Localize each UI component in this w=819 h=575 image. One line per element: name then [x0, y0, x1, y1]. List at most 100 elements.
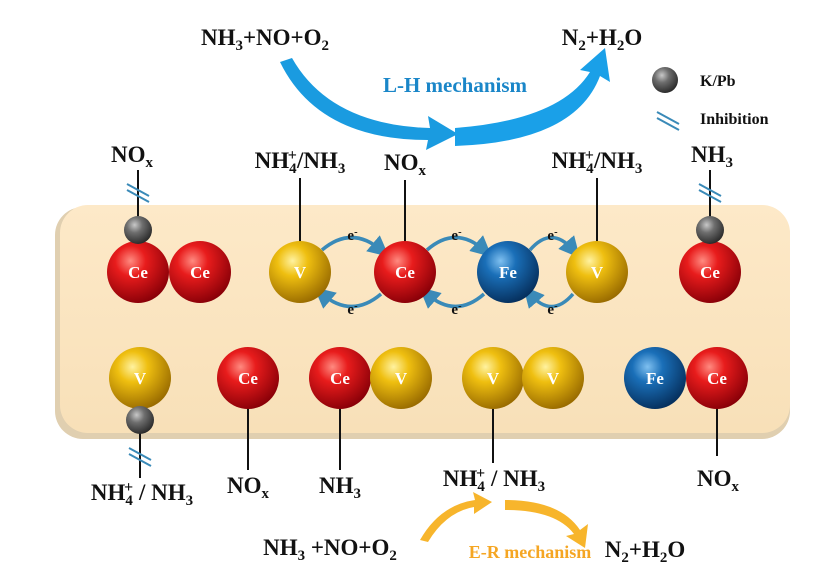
inhibition-mark	[128, 447, 152, 467]
atom-symbol: V	[487, 369, 500, 388]
adsorbate-label-top-1-part: 4	[289, 161, 297, 177]
er-mechanism-label: E-R mechanism	[469, 542, 592, 562]
top-reactants-part: 3	[235, 38, 242, 54]
atom-symbol: Ce	[700, 263, 720, 282]
electron-label-part: e	[347, 302, 354, 318]
top-products-part: 2	[617, 38, 624, 54]
legend-poison-icon	[652, 67, 678, 93]
atom-ce-top-1: Ce	[169, 241, 231, 303]
adsorbate-label-bottom-0-part: 4	[125, 493, 133, 509]
adsorption-lines	[137, 170, 718, 478]
bottom-products-part: N	[605, 537, 622, 562]
inhibition-mark	[126, 183, 150, 203]
electron-label-part: -	[458, 227, 462, 238]
adsorbate-label-bottom-4-part: NO	[697, 466, 732, 491]
adsorbate-label-top-4: NH3	[691, 142, 733, 171]
adsorbate-label-top-1-part: 3	[338, 161, 345, 177]
electron-arrow-forward	[425, 235, 492, 257]
adsorbate-label-bottom-4: NOx	[697, 466, 740, 495]
er-arrow	[420, 492, 588, 548]
adsorbate-label-top-3-part: 4	[586, 161, 594, 177]
electron-arrow-back	[523, 286, 575, 309]
adsorbate-label-bottom-2-part: 3	[354, 486, 361, 502]
top-reactants-part: +NO+O	[243, 25, 322, 50]
adsorbate-label-top-1-part: NH	[255, 148, 290, 173]
atom-symbol: V	[395, 369, 408, 388]
electron-transfer-arrows	[313, 235, 580, 309]
adsorbate-label-bottom-3-part: NH	[443, 466, 478, 491]
adsorbate-label-top-3-part: /NH	[593, 148, 635, 173]
atom-symbol: V	[591, 263, 604, 282]
electron-label-part: e	[451, 228, 458, 244]
k-pb-poison-1	[696, 216, 724, 244]
legend-inhibition-label: Inhibition	[700, 111, 769, 128]
adsorbate-label-bottom-3-part: 4	[477, 479, 485, 495]
catalyst-surface	[60, 205, 790, 433]
adsorbate-label-bottom-4-part: x	[732, 479, 740, 495]
atom-ce-bottom-7: Ce	[686, 347, 748, 409]
atom-ce-bottom-2: Ce	[309, 347, 371, 409]
top-reactants-part: 2	[322, 38, 329, 54]
bottom-products-part: O	[667, 537, 685, 562]
atom-v-bottom-4: V	[462, 347, 524, 409]
adsorbate-label-top-4-part: 3	[726, 155, 733, 171]
bottom-reactants-part: NH	[263, 535, 298, 560]
top-products-part: +H	[586, 25, 617, 50]
adsorbate-label-bottom-3-part: 3	[538, 479, 545, 495]
electron-label-part: e	[451, 302, 458, 318]
lh-mechanism-label: L-H mechanism	[383, 73, 528, 97]
top-reactants-part: NH	[201, 25, 236, 50]
bottom-reactants-part: 2	[389, 548, 396, 564]
atom-v-top-2: V	[269, 241, 331, 303]
adsorbate-label-top-2: NOx	[384, 150, 427, 179]
atom-symbol: Fe	[499, 263, 517, 282]
adsorbate-label-top-4-part: NH	[691, 142, 726, 167]
electron-arrow-back	[419, 287, 486, 309]
atom-v-top-5: V	[566, 241, 628, 303]
atom-ce-top-3: Ce	[374, 241, 436, 303]
electron-label-part: -	[354, 301, 358, 312]
adsorbate-label-bottom-2-part: NH	[319, 473, 354, 498]
k-pb-poison-0	[124, 216, 152, 244]
bottom-products-part: +H	[629, 537, 660, 562]
top-products-part: 2	[578, 38, 585, 54]
adsorbate-label-bottom-0-part: / NH	[133, 480, 186, 505]
electron-label: e-	[451, 301, 462, 319]
inhibition-mark	[698, 183, 722, 203]
atom-fe-bottom-6: Fe	[624, 347, 686, 409]
electron-label: e-	[347, 301, 358, 319]
atom-symbol: V	[294, 263, 307, 282]
top-products-part: O	[624, 25, 642, 50]
adsorbate-label-top-2-part: x	[419, 163, 427, 179]
adsorbate-label-top-1: NH4+/NH3	[255, 147, 346, 177]
top-reactants: NH3+NO+O2	[201, 25, 329, 54]
adsorbate-label-top-2-part: NO	[384, 150, 419, 175]
electron-arrow-forward	[320, 235, 390, 257]
bottom-products-part: 2	[621, 550, 628, 566]
electron-label: e-	[347, 227, 358, 245]
electron-label-part: -	[354, 227, 358, 238]
atom-symbol: Ce	[190, 263, 210, 282]
atom-v-bottom-3: V	[370, 347, 432, 409]
electron-arrow-back	[313, 287, 383, 309]
atom-v-bottom-5: V	[522, 347, 584, 409]
electron-label-part: e	[347, 228, 354, 244]
adsorbate-label-top-0-part: x	[146, 155, 154, 171]
adsorbate-label-bottom-0: NH4+ / NH3	[91, 479, 193, 509]
atom-symbol: Ce	[707, 369, 727, 388]
atom-ce-top-6: Ce	[679, 241, 741, 303]
atom-symbol: V	[134, 369, 147, 388]
atom-v-bottom-0: V	[109, 347, 171, 409]
bottom-products-part: 2	[660, 550, 667, 566]
adsorbate-label-bottom-0-part: 3	[186, 493, 193, 509]
top-products-part: N	[562, 25, 579, 50]
electron-label: e-	[547, 227, 558, 245]
atom-fe-top-4: Fe	[477, 241, 539, 303]
adsorbate-label-bottom-3: NH4+ / NH3	[443, 465, 545, 495]
bottom-reactants-part: +NO+O	[305, 535, 389, 560]
atom-symbol: Ce	[395, 263, 415, 282]
